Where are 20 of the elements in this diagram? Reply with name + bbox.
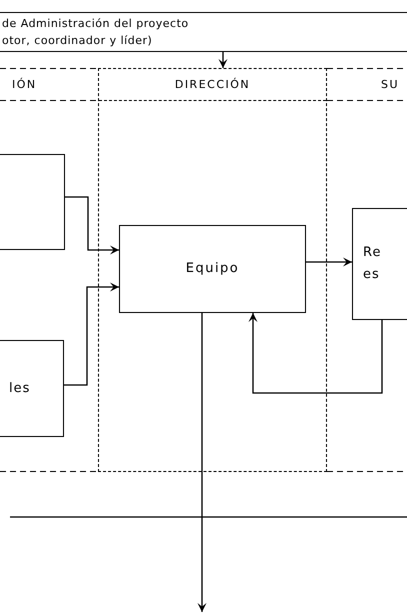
node-text: de Administración del proyecto [2, 16, 190, 32]
column-heading: IÓN [12, 77, 37, 93]
node-text: Re es [363, 244, 382, 284]
header-band [0, 12, 407, 52]
process-box [0, 154, 65, 250]
arrow [306, 258, 352, 266]
arrow [218, 52, 228, 68]
arrow [64, 282, 119, 386]
lane-heading: DIRECCIÓN [99, 69, 326, 101]
arrow [248, 313, 383, 394]
process-box [352, 208, 407, 320]
swimlane [98, 68, 327, 472]
process-box [0, 340, 64, 437]
arrow [65, 196, 119, 254]
node-text: les [8, 380, 30, 398]
node-text: otor, coordinador y líder) [2, 33, 154, 49]
node-text: Equipo [186, 260, 240, 278]
process-box [119, 225, 306, 313]
arrow [198, 313, 206, 612]
column-heading: SU [381, 77, 400, 93]
